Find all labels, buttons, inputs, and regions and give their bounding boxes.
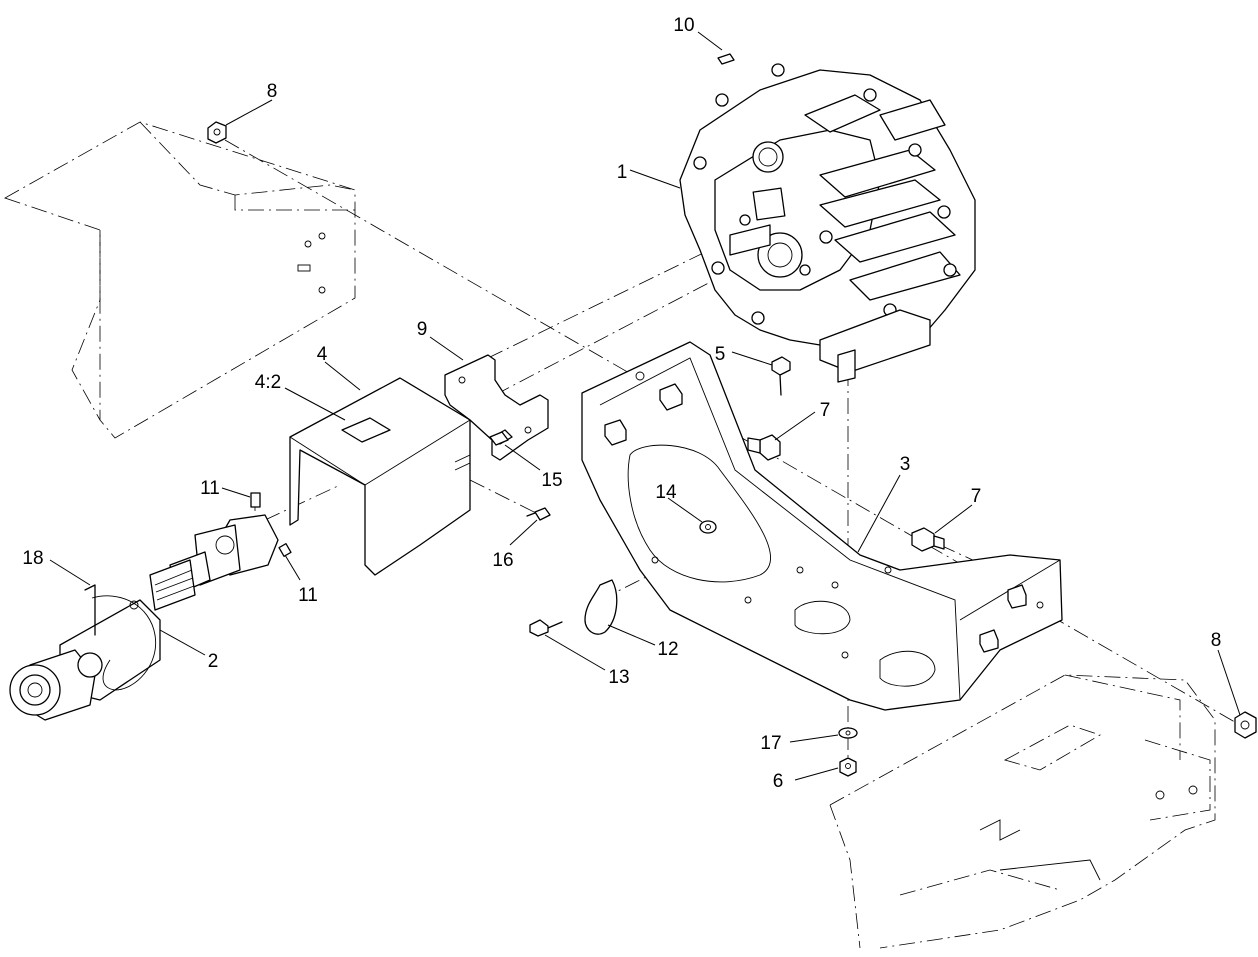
driveshaft-shield	[289, 377, 471, 576]
flange-bolt-lower	[911, 527, 945, 552]
lower-right-frame-phantom	[829, 674, 1216, 949]
callout-2: 2	[208, 651, 219, 672]
flange-nut-lower	[1234, 711, 1257, 739]
set-screw-lower	[278, 543, 292, 557]
callout-labels: 10 8 1 9 4 4:2 5 7 3 15 11 14 7 16 18 11…	[22, 15, 1221, 792]
callout-17: 17	[760, 733, 781, 754]
callout-16: 16	[492, 550, 513, 571]
nut-6	[839, 757, 857, 777]
pump-mount-plate	[581, 341, 1063, 711]
callout-7-lower: 7	[971, 486, 982, 507]
clip-15	[489, 431, 509, 446]
washer-14	[699, 520, 717, 534]
callout-9: 9	[417, 319, 428, 340]
bolt-5	[771, 356, 791, 396]
bolt-16	[526, 507, 551, 521]
callout-12: 12	[657, 639, 678, 660]
callout-4-2: 4:2	[255, 372, 281, 393]
upper-left-frame-phantom	[4, 121, 356, 439]
callout-13: 13	[608, 667, 629, 688]
callout-10: 10	[673, 15, 694, 36]
flange-nut-upper	[207, 121, 227, 144]
callout-1: 1	[617, 162, 628, 183]
bolt-13	[529, 619, 563, 637]
callout-5: 5	[715, 344, 726, 365]
flange-bolt-upper	[747, 434, 781, 461]
callout-14: 14	[655, 482, 677, 503]
callout-11-upper: 11	[200, 478, 220, 499]
leader-lines	[49, 31, 1241, 781]
callout-3: 3	[900, 454, 911, 475]
callout-18: 18	[22, 548, 43, 569]
callout-11-lower: 11	[298, 585, 318, 606]
callout-8-lower: 8	[1211, 630, 1222, 651]
callout-6: 6	[773, 771, 784, 792]
callout-7-upper: 7	[820, 400, 831, 421]
woodruff-key	[717, 53, 735, 65]
washer-17	[838, 727, 858, 739]
callout-4: 4	[317, 344, 328, 365]
p-clamp	[584, 579, 618, 635]
callout-8-upper: 8	[267, 81, 278, 102]
pto-driveshaft	[9, 514, 279, 721]
set-screw-upper	[250, 492, 261, 508]
callout-15: 15	[541, 470, 562, 491]
hydrostatic-pump	[679, 63, 976, 383]
